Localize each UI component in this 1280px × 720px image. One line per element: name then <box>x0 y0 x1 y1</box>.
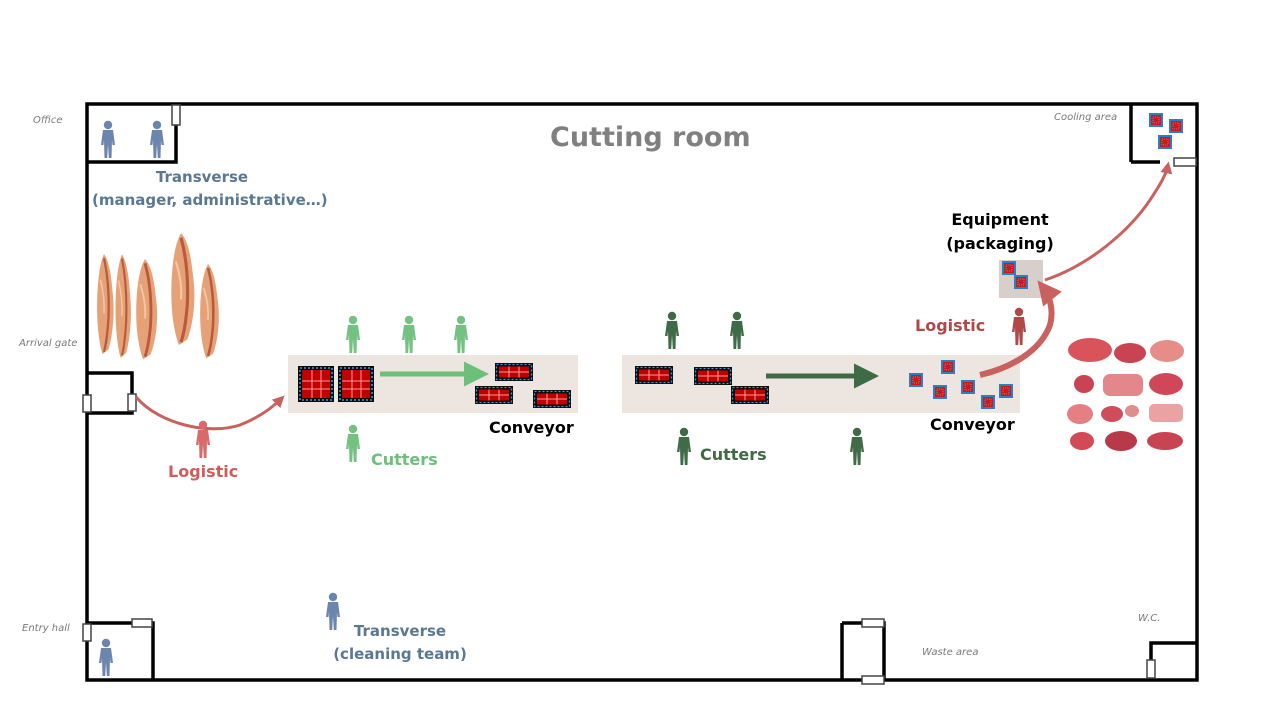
person-icon <box>101 120 115 158</box>
cooling-door <box>1173 157 1197 167</box>
carcass-icon <box>114 252 133 360</box>
package-box-icon <box>932 384 948 400</box>
meat-tray-icon <box>532 389 572 409</box>
cutters-label-right: Cutters <box>700 445 767 464</box>
carcass-icon <box>169 231 196 347</box>
person-icon <box>346 424 360 462</box>
meat-cut-icon <box>1105 431 1137 451</box>
arrival-gate-walls <box>87 371 134 415</box>
waste-door-top <box>861 618 885 628</box>
person-icon <box>1012 307 1026 345</box>
meat-cut-icon <box>1147 432 1183 450</box>
meat-cut-icon <box>1149 373 1183 395</box>
carcass-group <box>95 231 221 361</box>
transverse-cleaning-line1: Transverse <box>353 622 447 640</box>
office-door <box>171 104 181 126</box>
wc-walls <box>1149 641 1197 680</box>
equipment-line1: Equipment <box>951 210 1049 229</box>
person-icon <box>346 315 360 353</box>
package-box-icon <box>980 394 996 410</box>
office-walls <box>87 104 178 164</box>
meat-cuts-group <box>1067 338 1184 451</box>
person-icon <box>402 315 416 353</box>
transverse-cleaning-label: Transverse (cleaning team) <box>330 620 470 666</box>
waste-door-bottom <box>861 675 885 685</box>
area-label-arrival-gate: Arrival gate <box>19 338 78 349</box>
entry-hall-walls <box>87 621 155 680</box>
meat-cut-icon <box>1101 406 1123 422</box>
package-box-icon <box>940 359 956 375</box>
person-icon <box>730 311 744 349</box>
room-outline <box>85 102 1199 682</box>
meat-cut-icon <box>1068 338 1112 362</box>
meat-tray-icon <box>634 365 674 385</box>
wc-door <box>1146 659 1156 679</box>
meat-cut-icon <box>1103 374 1143 396</box>
meat-tray-icon <box>474 385 514 405</box>
person-icon <box>677 427 691 465</box>
transverse-manager-label: Transverse (manager, administrative…) <box>92 166 328 212</box>
carcass-icon <box>134 257 159 361</box>
carcass-icon <box>198 262 221 360</box>
page-title: Cutting room <box>550 122 751 153</box>
meat-crate-icon <box>297 365 335 403</box>
person-icon <box>665 311 679 349</box>
waste-area-walls <box>840 621 886 680</box>
entry-door-top <box>131 618 153 628</box>
conveyor-label-left: Conveyor <box>489 418 574 437</box>
doors <box>82 104 1197 685</box>
meat-cut-icon <box>1149 404 1183 422</box>
package-box-icon <box>998 383 1014 399</box>
carcass-icon <box>95 252 115 356</box>
area-label-cooling-area: Cooling area <box>1054 112 1118 123</box>
meat-cut-icon <box>1114 343 1146 363</box>
transverse-cleaning-line2: (cleaning team) <box>333 645 467 663</box>
package-box-icon <box>1013 274 1029 290</box>
area-label-waste-area: Waste area <box>922 647 979 658</box>
meat-tray-icon <box>730 385 770 405</box>
meat-tray-icon <box>693 366 733 386</box>
package-box-icon <box>960 379 976 395</box>
logistic-label-right: Logistic <box>915 316 986 335</box>
logistic-arrow-arrival <box>134 395 285 431</box>
meat-cut-icon <box>1067 404 1093 424</box>
area-label-entry-hall: Entry hall <box>22 623 70 634</box>
cooling-area-walls <box>1129 104 1160 164</box>
transverse-manager-line1: Transverse <box>155 168 249 186</box>
meat-cut-icon <box>1150 340 1184 362</box>
equipment-line2: (packaging) <box>946 234 1054 253</box>
meat-cut-icon <box>1070 432 1094 450</box>
person-icon <box>150 120 164 158</box>
package-box-icon <box>1001 260 1017 276</box>
area-label-wc: W.C. <box>1138 613 1161 624</box>
package-box-icon <box>1157 134 1173 150</box>
logistic-arrow-to-equipment <box>979 280 1062 378</box>
package-box-icon <box>1168 118 1184 134</box>
meat-tray-icon <box>494 362 534 382</box>
entry-door-left <box>82 623 92 642</box>
logistic-arrow-to-cooling <box>1044 161 1173 282</box>
meat-crate-icon <box>337 365 375 403</box>
arrival-door-right <box>127 393 137 412</box>
equipment-label: Equipment (packaging) <box>940 208 1060 256</box>
package-box-icon <box>908 372 924 388</box>
person-icon <box>850 427 864 465</box>
transverse-manager-line2: (manager, administrative…) <box>92 191 328 209</box>
conveyor-belt-right <box>622 355 1020 413</box>
meat-cut-icon <box>1074 375 1094 393</box>
conveyor-label-right: Conveyor <box>930 415 1015 434</box>
meat-cut-icon <box>1125 405 1139 417</box>
person-icon <box>99 638 113 676</box>
logistic-label-left: Logistic <box>168 462 239 481</box>
arrival-door-top <box>82 394 92 413</box>
person-icon <box>454 315 468 353</box>
area-label-office: Office <box>33 115 63 126</box>
package-box-icon <box>1148 112 1164 128</box>
cutters-label-left: Cutters <box>371 450 438 469</box>
